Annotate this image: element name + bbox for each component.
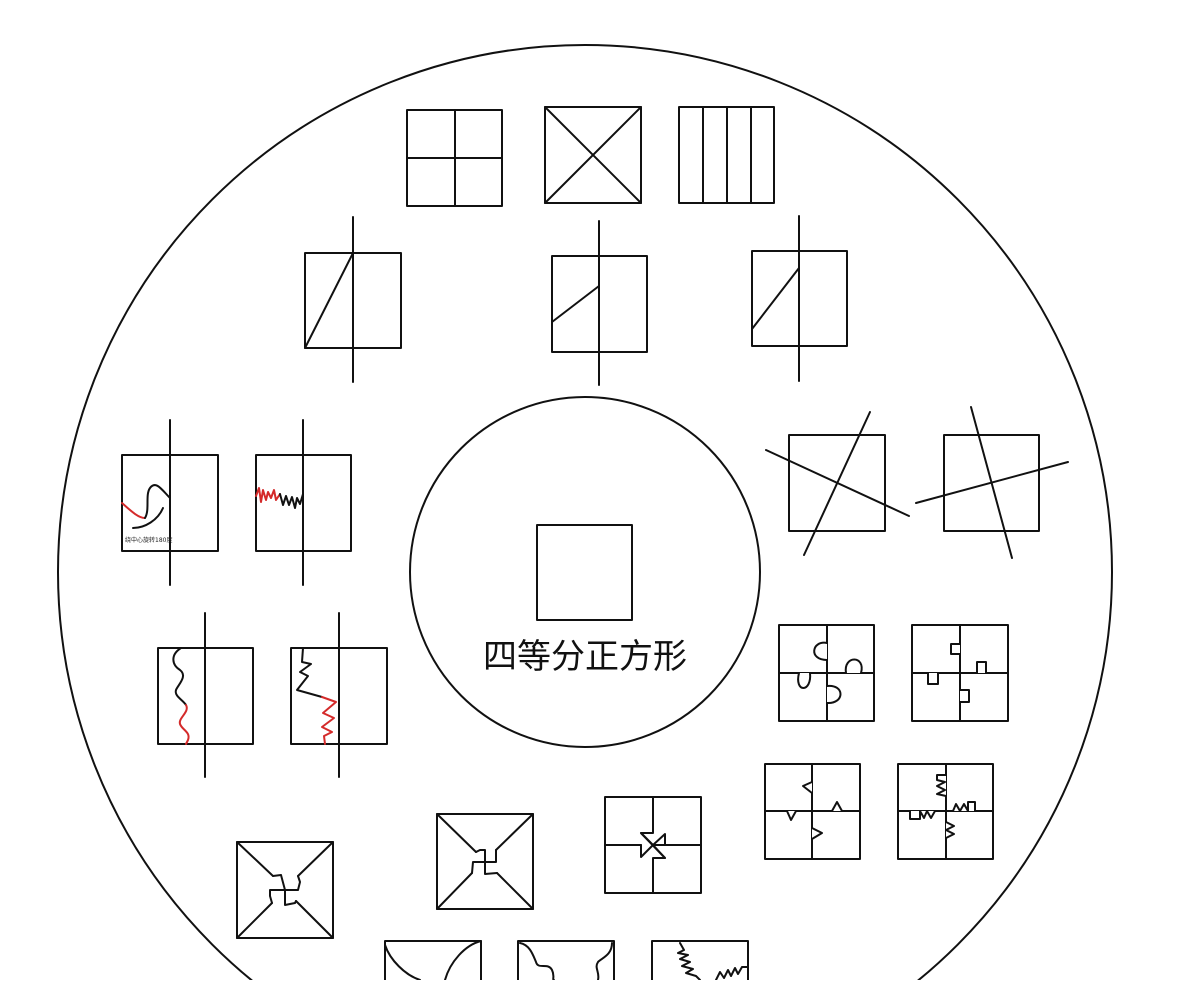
method-long-slant-axis — [751, 215, 848, 382]
method-jigsaw-square — [911, 624, 1009, 722]
method-curve-rotate: 绕中心旋转180度 — [121, 419, 219, 586]
method-cross-triangle-notch — [764, 763, 861, 860]
method-dense-zigzag — [651, 940, 749, 981]
method-tilted-cross-1 — [765, 411, 910, 556]
rotate-note: 绕中心旋转180度 — [125, 536, 172, 544]
method-corner-diagonal-axis — [304, 216, 402, 383]
method-jigsaw-round — [778, 624, 875, 722]
outer-circle — [57, 44, 1113, 985]
method-zigzag-axis — [290, 612, 388, 778]
method-diagonals — [544, 106, 642, 204]
method-bowtie-center — [604, 796, 702, 894]
center-label: 四等分正方形 — [483, 637, 687, 677]
method-tilted-cross-2 — [915, 406, 1069, 559]
method-vertical-strips — [678, 106, 775, 204]
method-pinwheel-2 — [436, 813, 534, 910]
method-short-slant-axis — [551, 220, 648, 386]
method-zigzag-rotate — [255, 419, 352, 586]
method-wavy-curves — [517, 940, 615, 981]
method-pinwheel-1 — [236, 841, 334, 939]
method-quarter-arcs — [384, 940, 482, 981]
method-wavy-axis — [157, 612, 254, 778]
center-square — [536, 524, 633, 621]
method-grid-cross — [406, 109, 503, 207]
inner-circle — [409, 396, 761, 748]
method-cross-zigzag-notch — [897, 763, 994, 860]
